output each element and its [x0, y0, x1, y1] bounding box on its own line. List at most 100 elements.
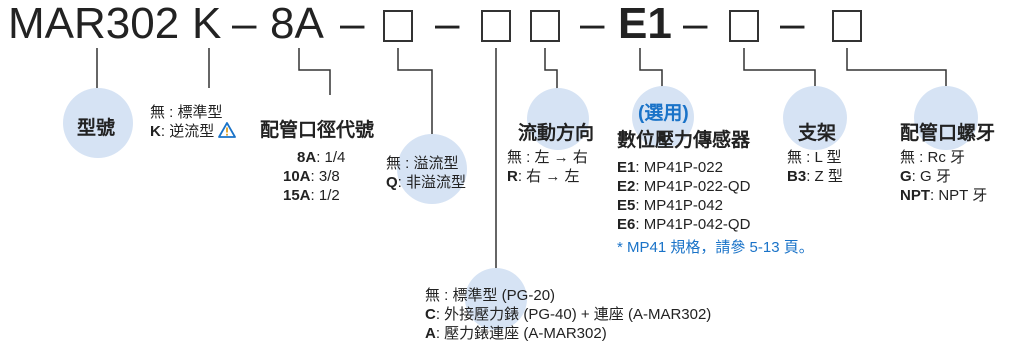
flow-dir-val-2: : 右 → 左 — [517, 168, 580, 185]
flow-dir-line-2: R: 右 → 左 — [507, 167, 588, 186]
flow-dir-line-1: 無 : 左 → 右 — [507, 148, 588, 167]
port-size-key-2: 10A — [283, 168, 311, 185]
gauge-key-1: 無 — [425, 287, 441, 304]
thread-block: 無 : Rc 牙 G: G 牙 NPT: NPT 牙 — [900, 148, 987, 205]
flow-type-sep-1: : — [165, 104, 178, 121]
sensor-line-2: E2: MP41P-022-QD — [617, 177, 814, 196]
code-dash-1: – — [232, 0, 257, 48]
sensor-line-1: E1: MP41P-022 — [617, 158, 814, 177]
circle-flow-dir — [527, 88, 589, 150]
code-dash-6: – — [780, 0, 805, 48]
sensor-key-4: E6 — [617, 216, 636, 233]
overflow-key-2: Q — [386, 174, 398, 191]
port-size-line-2: 10A: 3/8 — [283, 167, 345, 186]
flow-type-sep-2: : — [160, 123, 170, 140]
thread-val-3: : NPT 牙 — [930, 187, 988, 204]
warning-icon — [218, 122, 237, 138]
option-box-1 — [383, 10, 413, 42]
sensor-note: * MP41 規格，請參 5-13 頁。 — [617, 239, 814, 256]
flow-dir-block: 無 : 左 → 右 R: 右 → 左 — [507, 148, 588, 186]
code-size: 8A — [270, 0, 324, 48]
flow-dir-key-2: R — [507, 168, 518, 185]
bracket-title: 支架 — [798, 123, 837, 144]
flow-type-line-2: K: 逆流型 — [150, 122, 237, 141]
overflow-block: 無 : 溢流型 Q: 非溢流型 — [386, 154, 466, 192]
sensor-block: E1: MP41P-022 E2: MP41P-022-QD E5: MP41P… — [617, 158, 814, 257]
thread-val-2: : G 牙 — [911, 168, 951, 185]
flow-type-val-2: 逆流型 — [169, 123, 215, 140]
port-size-line-1: 8A: 1/4 — [283, 148, 345, 167]
code-e1: E1 — [618, 0, 672, 48]
port-size-val-2: : 3/8 — [310, 168, 340, 185]
bracket-line-1: 無 : L 型 — [787, 148, 843, 167]
port-size-val-3: : 1/2 — [310, 187, 340, 204]
sensor-optional-label: (選用) — [638, 103, 689, 124]
gauge-key-3: A — [425, 325, 436, 342]
thread-val-1: : Rc 牙 — [915, 149, 966, 166]
code-dash-2: – — [340, 0, 365, 48]
bracket-block: 無 : L 型 B3: Z 型 — [787, 148, 843, 186]
flow-type-key-2: K — [150, 123, 161, 140]
thread-key-2: G — [900, 168, 912, 185]
thread-line-2: G: G 牙 — [900, 167, 987, 186]
sensor-val-4: : MP41P-042-QD — [635, 216, 751, 233]
sensor-key-2: E2 — [617, 178, 636, 195]
flow-dir-title: 流動方向 — [518, 123, 595, 144]
gauge-line-1: 無 : 標準型 (PG-20) — [425, 286, 711, 305]
sensor-title: 數位壓力傳感器 — [617, 130, 751, 151]
gauge-val-1: : 標準型 (PG-20) — [440, 287, 556, 304]
gauge-line-3: A: 壓力錶連座 (A-MAR302) — [425, 324, 711, 343]
overflow-val-1: : 溢流型 — [401, 155, 459, 172]
sensor-key-3: E5 — [617, 197, 636, 214]
bracket-key-2: B3 — [787, 168, 807, 185]
sensor-key-1: E1 — [617, 159, 636, 176]
circle-gauge — [465, 268, 527, 330]
code-dash-3: – — [435, 0, 460, 48]
flow-type-line-1: 無 : 標準型 — [150, 103, 236, 122]
sensor-val-3: : MP41P-042 — [635, 197, 723, 214]
code-prefix: MAR302 — [8, 0, 180, 48]
port-size-val-1: : 1/4 — [316, 149, 346, 166]
overflow-val-2: : 非溢流型 — [397, 174, 467, 191]
thread-key-3: NPT — [900, 187, 930, 204]
bracket-line-2: B3: Z 型 — [787, 167, 843, 186]
overflow-line-1: 無 : 溢流型 — [386, 154, 466, 173]
thread-line-3: NPT: NPT 牙 — [900, 186, 987, 205]
gauge-line-2: C: 外接壓力錶 (PG-40) + 連座 (A-MAR302) — [425, 305, 711, 324]
flow-type-key-1: 無 — [150, 104, 166, 121]
port-size-block: 8A: 1/4 10A: 3/8 15A: 1/2 — [283, 148, 345, 205]
flow-dir-val-1: : 左 → 右 — [522, 149, 588, 166]
code-dash-4: – — [580, 0, 605, 48]
option-box-2 — [481, 10, 511, 42]
bracket-val-1: : L 型 — [802, 149, 842, 166]
overflow-line-2: Q: 非溢流型 — [386, 173, 466, 192]
port-size-key-3: 15A — [283, 187, 311, 204]
sensor-val-2: : MP41P-022-QD — [635, 178, 751, 195]
gauge-block: 無 : 標準型 (PG-20) C: 外接壓力錶 (PG-40) + 連座 (A… — [425, 286, 711, 343]
overflow-key-1: 無 — [386, 155, 402, 172]
flow-type-block: 無 : 標準型 K: 逆流型 — [150, 103, 237, 141]
bracket-key-1: 無 — [787, 149, 803, 166]
option-box-3 — [530, 10, 560, 42]
thread-line-1: 無 : Rc 牙 — [900, 148, 987, 167]
gauge-val-3: : 壓力錶連座 (A-MAR302) — [435, 325, 607, 342]
port-size-title: 配管口徑代號 — [260, 120, 375, 141]
circle-bracket — [783, 86, 847, 150]
port-size-line-3: 15A: 1/2 — [283, 186, 345, 205]
gauge-key-2: C — [425, 306, 436, 323]
sensor-val-1: : MP41P-022 — [635, 159, 723, 176]
flow-dir-key-1: 無 — [507, 149, 523, 166]
option-box-5 — [832, 10, 862, 42]
gauge-val-2: : 外接壓力錶 (PG-40) + 連座 (A-MAR302) — [435, 306, 712, 323]
circle-model — [63, 88, 133, 158]
thread-key-1: 無 — [900, 149, 916, 166]
circle-overflow — [397, 134, 467, 204]
model-title: 型號 — [77, 118, 116, 139]
code-dash-5: – — [683, 0, 708, 48]
option-box-4 — [729, 10, 759, 42]
thread-title: 配管口螺牙 — [900, 123, 996, 144]
code-k: K — [192, 0, 222, 48]
bracket-val-2: : Z 型 — [806, 168, 843, 185]
circle-sensor — [632, 86, 694, 148]
